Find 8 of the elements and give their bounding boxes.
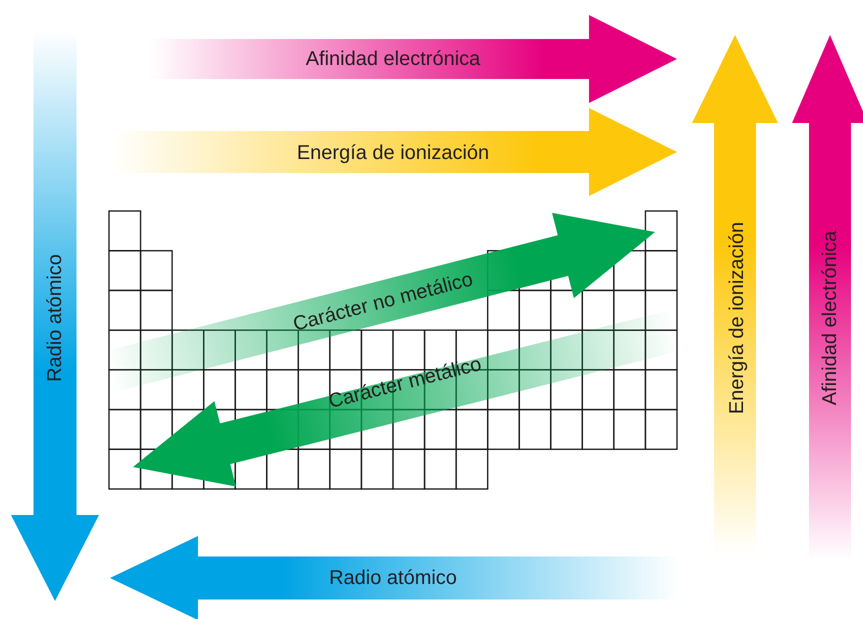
arrow-label: Afinidad electrónica: [306, 49, 480, 69]
arrow-label: Energía de ionización: [727, 222, 747, 414]
arrow-label: Carácter metálico: [326, 354, 484, 412]
arrow-label: Carácter no metálico: [291, 269, 475, 335]
arrow-label: Radio atómico: [329, 568, 457, 588]
arrow-label: Afinidad electrónica: [820, 230, 840, 406]
arrow-label: Energía de ionización: [296, 143, 490, 163]
arrow-label: Radio atómico: [45, 254, 65, 382]
